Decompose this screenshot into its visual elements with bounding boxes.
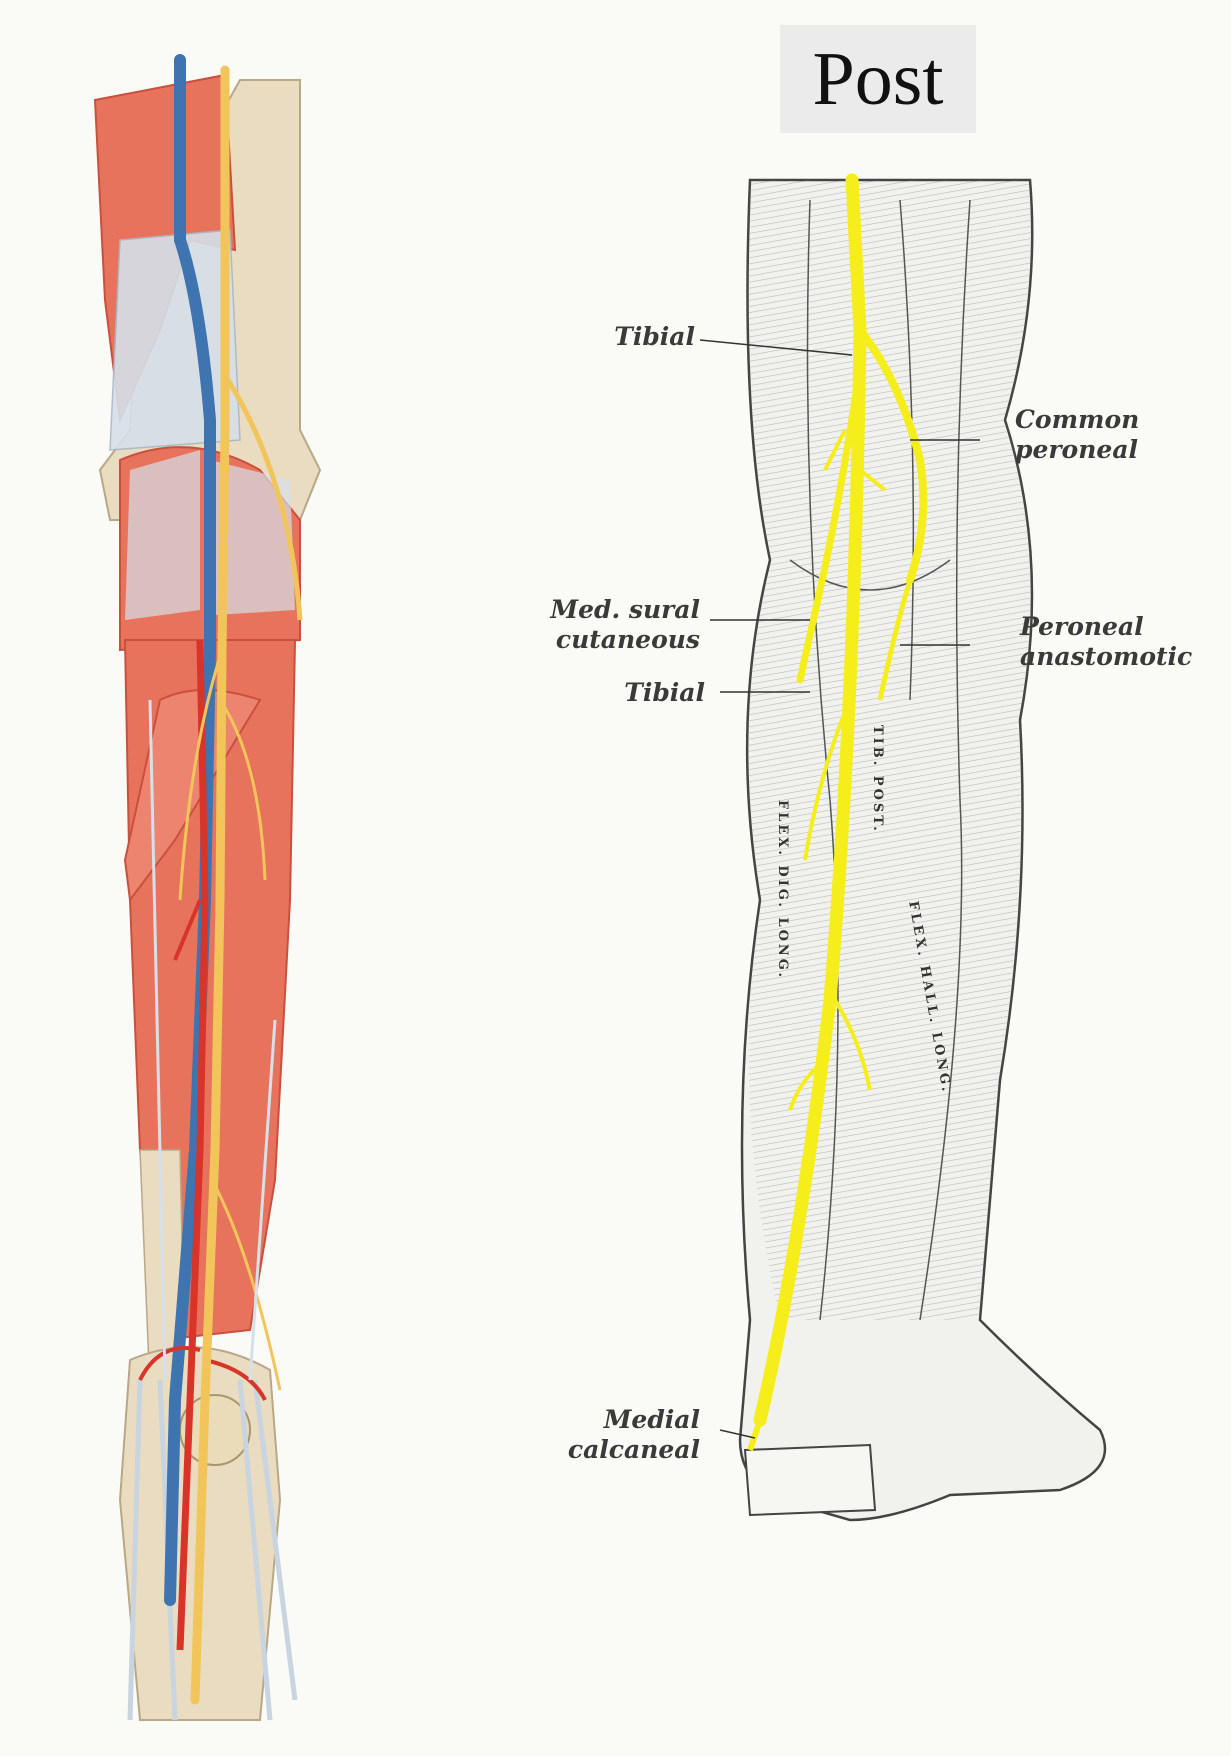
leg-hatching: [747, 180, 1033, 1320]
peroneal-nerve: [225, 378, 303, 621]
peroneal-anastomotic-highlight: [877, 579, 913, 701]
label-medial-calcaneal: Medial calcaneal: [567, 1405, 700, 1464]
tibial-nerve-highlight: [753, 173, 867, 1427]
label-med-sural-cutaneous: Med. sural cutaneous: [550, 595, 700, 654]
color-leg-illustration: [93, 54, 322, 1721]
popliteal-vein: [164, 54, 216, 1606]
medial-calcaneal-highlight: [747, 1419, 763, 1451]
common-peroneal-highlight: [856, 326, 928, 584]
popliteal-artery: [176, 639, 209, 1651]
nerve-small-branches: [788, 429, 887, 1111]
tibial-nerve: [190, 65, 230, 1705]
leader-tibial-upper: [699, 339, 853, 356]
label-tib-post: TIB. POST.: [870, 725, 885, 834]
label-tibial-lower: Tibial: [624, 678, 705, 707]
view-label-post: Post: [780, 25, 976, 133]
saphenous-lines: [148, 699, 277, 1381]
med-sural-highlight: [796, 376, 862, 684]
calcaneus: [743, 1443, 877, 1517]
label-flex-dig-long: FLEX. DIG. LONG.: [775, 800, 790, 980]
nerve-branches: [178, 649, 282, 1391]
leader-medial-calcaneal: [719, 1429, 756, 1439]
engraving-leg-illustration: [699, 173, 1107, 1522]
label-peroneal-anastomotic: Peroneal anastomotic: [1020, 612, 1193, 671]
label-common-peroneal: Common peroneal: [1015, 405, 1140, 464]
muscle-contours: [789, 199, 971, 1321]
knee-tendon-right: [210, 460, 295, 615]
knee-tendon-left: [125, 450, 200, 620]
label-tibial-upper: Tibial: [614, 322, 695, 351]
